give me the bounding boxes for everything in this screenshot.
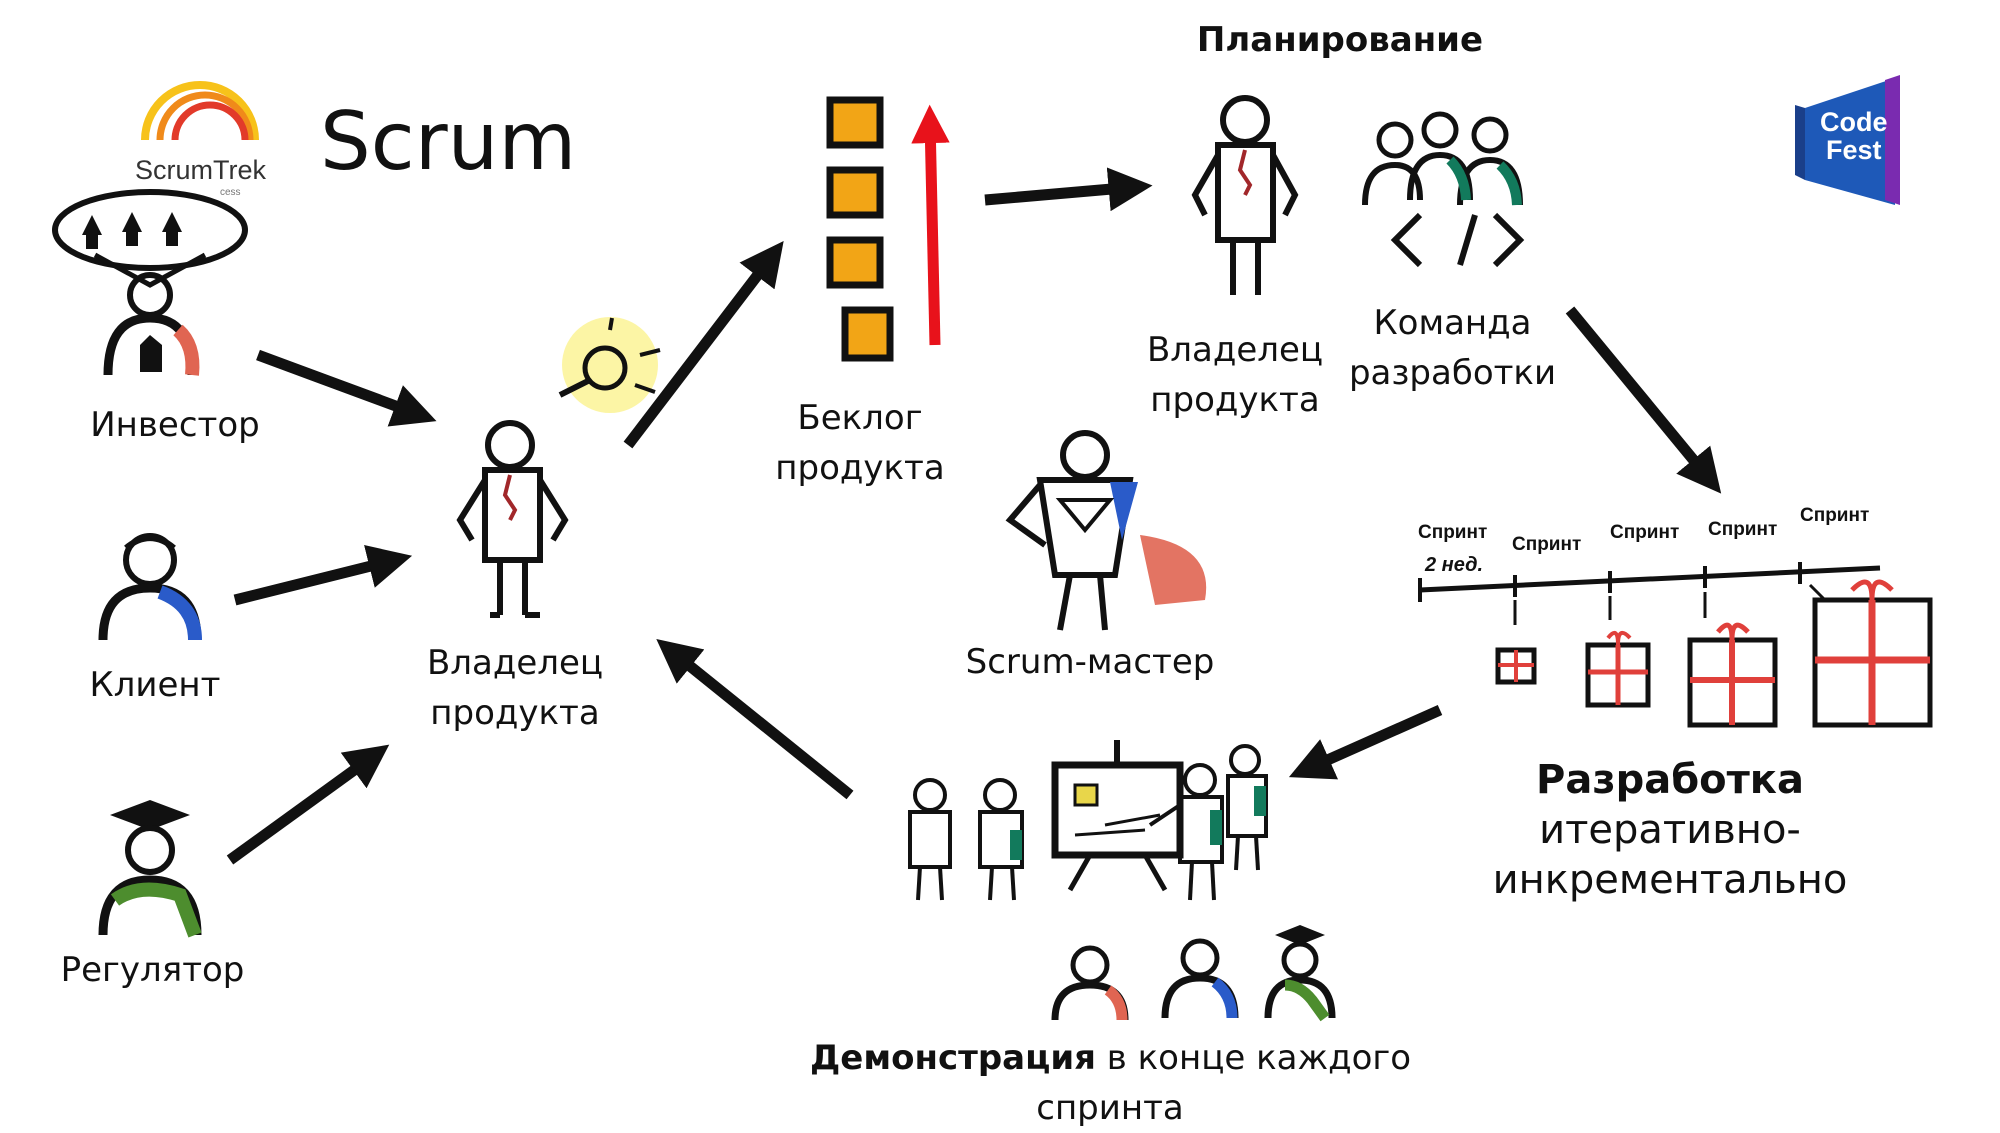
demo-label: Демонстрация в конце каждого спринта: [810, 1033, 1410, 1133]
sprint-label-5: Спринт: [1800, 505, 1869, 527]
arrow-planning-to-sprints: [1570, 310, 1710, 480]
client-figure: [103, 536, 197, 640]
planning-heading: Планирование: [1190, 15, 1490, 65]
demo-scene: [910, 740, 1332, 1020]
dev-team-label: Команда разработки: [1340, 298, 1565, 398]
development-heading: Разработка: [1470, 755, 1870, 805]
planning-owner-line2: продукта: [1135, 375, 1335, 425]
demo-rest: в конце каждого: [1096, 1038, 1411, 1078]
product-owner-label: Владелец продукта: [410, 638, 620, 738]
development-line2: инкрементально: [1470, 855, 1870, 905]
backlog-line1: Беклог: [760, 393, 960, 443]
scrumtrek-logo: [145, 85, 255, 140]
codefest-logo-text: Code Fest: [1820, 108, 1888, 164]
product-owner-line2: продукта: [410, 688, 620, 738]
sprint-timeline: [1420, 562, 1880, 625]
sprint-label-1: Спринт: [1418, 522, 1487, 544]
arrow-client-to-owner: [235, 560, 395, 600]
priority-arrow: [930, 120, 935, 345]
planning-owner-label: Владелец продукта: [1135, 325, 1335, 425]
scrum-master-label: Scrum-мастер: [955, 637, 1225, 687]
development-label: Разработка итеративно- инкрементально: [1470, 755, 1870, 905]
codefest-line1: Code: [1820, 108, 1888, 136]
scrumtrek-logo-text: ScrumTrek: [135, 155, 266, 186]
arrow-regulator-to-owner: [230, 755, 375, 860]
demo-bold: Демонстрация: [810, 1038, 1096, 1078]
client-label: Клиент: [60, 660, 250, 710]
investor-figure: [55, 192, 245, 375]
planning-owner-figure: [1195, 98, 1295, 295]
sprint-label-3: Спринт: [1610, 522, 1679, 544]
scrum-master-figure: [1010, 433, 1206, 630]
demo-line1: Демонстрация в конце каждого: [810, 1033, 1410, 1083]
backlog-label: Беклог продукта: [760, 393, 960, 493]
regulator-figure: [103, 800, 197, 935]
codefest-line2: Fest: [1820, 136, 1888, 164]
sprint-label-2: Спринт: [1512, 534, 1581, 556]
dev-team-line2: разработки: [1340, 348, 1565, 398]
arrow-backlog-to-planning: [985, 187, 1135, 200]
arrow-investor-to-owner: [258, 355, 420, 415]
product-owner-line1: Владелец: [410, 638, 620, 688]
product-owner-figure: [460, 423, 565, 615]
arrow-sprints-to-demo: [1305, 710, 1440, 770]
regulator-label: Регулятор: [50, 945, 255, 995]
sprint-label-4: Спринт: [1708, 519, 1777, 541]
backlog-line2: продукта: [760, 443, 960, 493]
backlog-stack: [830, 100, 890, 358]
demo-line2: спринта: [810, 1083, 1410, 1133]
planning-owner-line1: Владелец: [1135, 325, 1335, 375]
idea-lightbulb-icon: [560, 317, 660, 413]
sprint-duration: 2 нед.: [1425, 554, 1483, 577]
page-title: Scrum: [320, 95, 576, 188]
dev-team-figures: [1365, 114, 1520, 265]
dev-team-line1: Команда: [1340, 298, 1565, 348]
arrow-demo-to-owner: [670, 650, 850, 795]
sprint-gifts: [1498, 582, 1930, 725]
scrumtrek-tagline: cess: [220, 187, 241, 198]
development-line1: итеративно-: [1470, 805, 1870, 855]
investor-label: Инвестор: [75, 400, 275, 450]
